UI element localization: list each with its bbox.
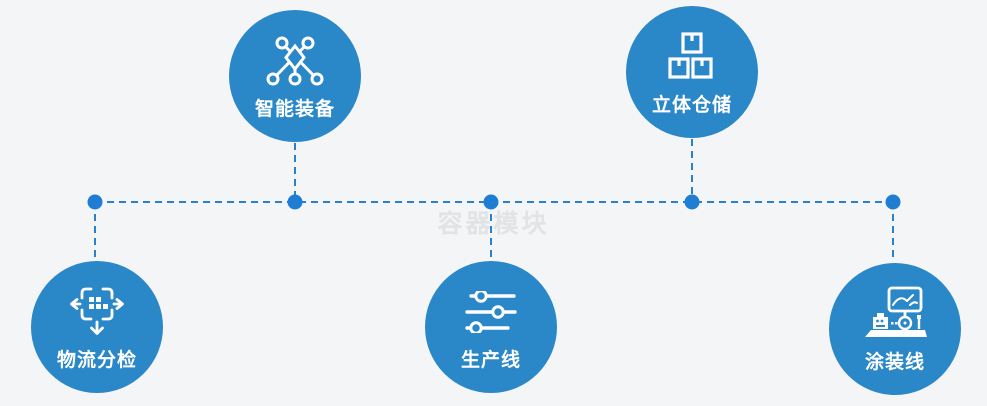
node-label: 物流分检: [56, 350, 137, 371]
network-nodes-icon: [229, 32, 361, 90]
node-stereo-warehouse[interactable]: 立体仓储: [626, 6, 758, 138]
node-smart-equipment[interactable]: 智能装备: [229, 10, 361, 142]
paint-station-icon: [829, 285, 961, 343]
node-label: 立体仓储: [651, 95, 732, 116]
sorting-arrows-icon: [31, 283, 163, 341]
node-label: 生产线: [460, 350, 521, 371]
stacked-boxes-icon: [626, 28, 758, 86]
node-painting-line[interactable]: 涂装线: [829, 263, 961, 395]
sliders-icon: [425, 283, 557, 341]
node-label: 涂装线: [864, 352, 925, 373]
node-logistics-sorting[interactable]: 物流分检: [31, 261, 163, 393]
watermark-text: 容器模块: [437, 210, 550, 238]
node-production-line[interactable]: 生产线: [425, 261, 557, 393]
node-label: 智能装备: [254, 99, 335, 120]
